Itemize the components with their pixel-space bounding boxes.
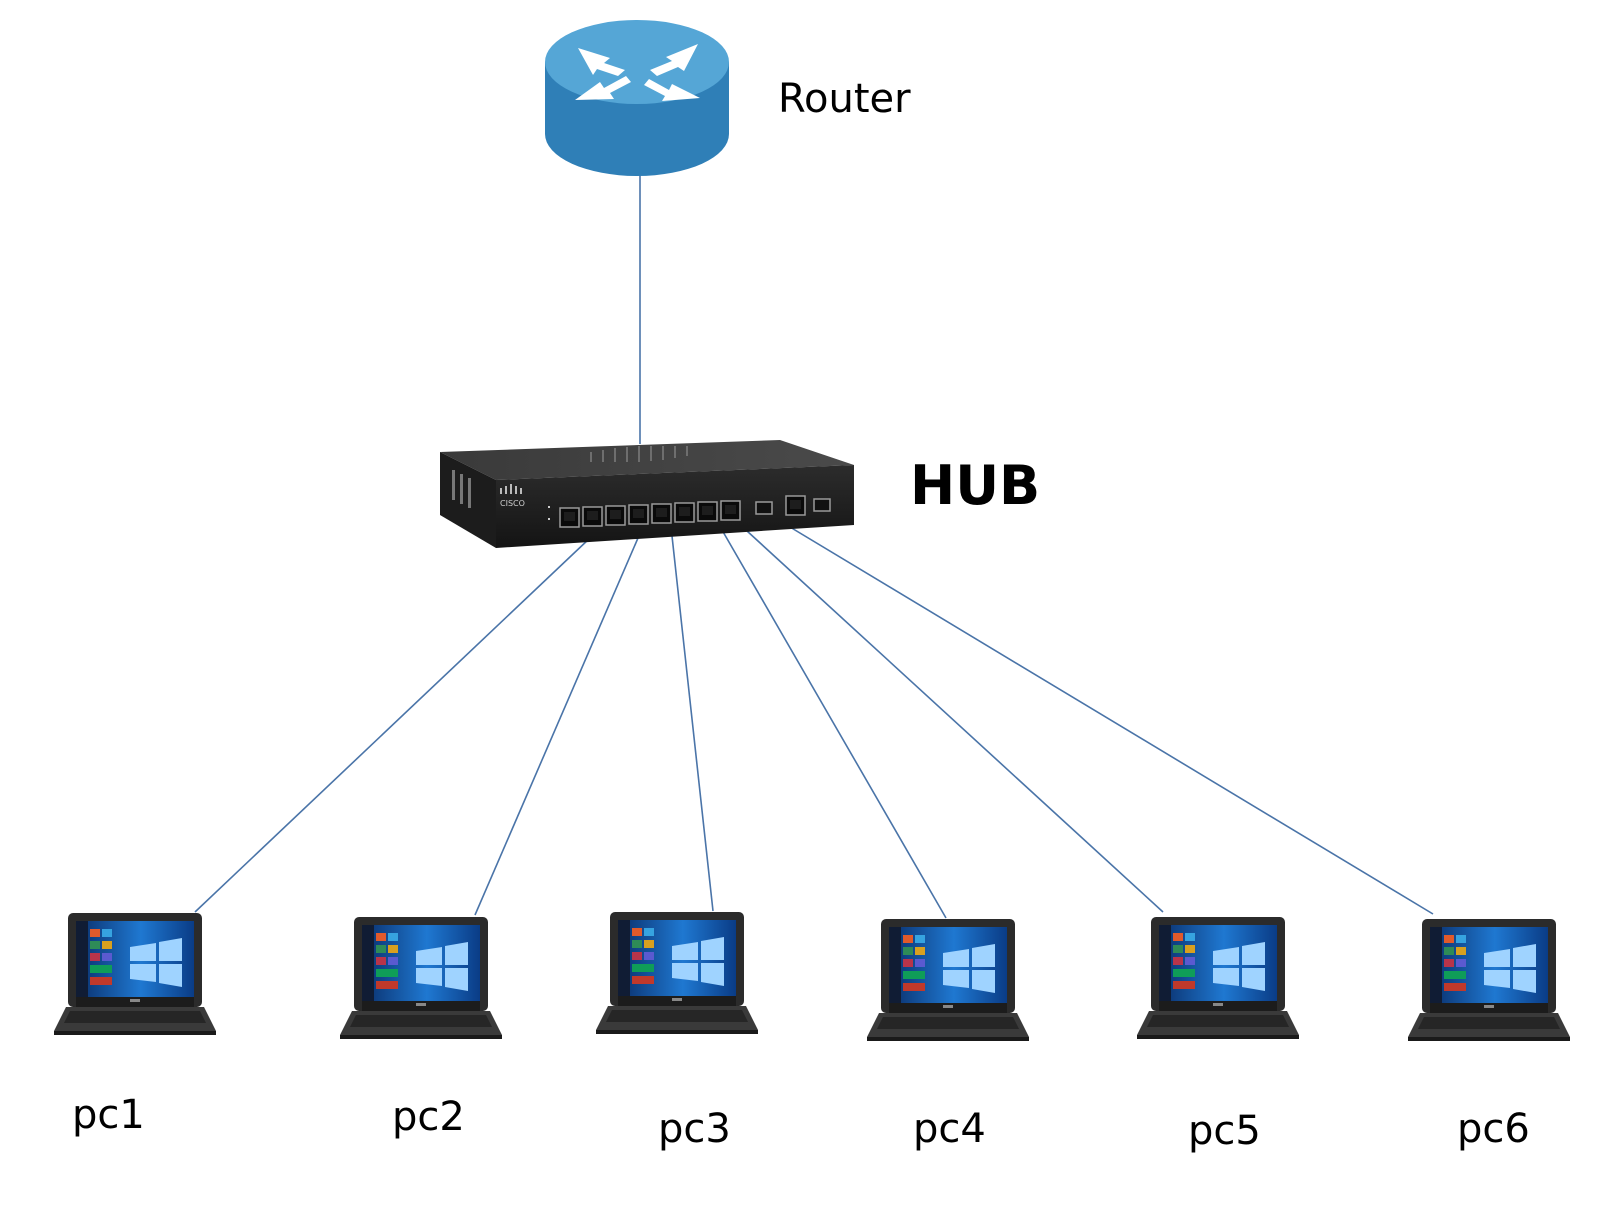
hub-pc5-link [734, 519, 1164, 913]
laptop-pc3-icon [596, 912, 758, 1034]
laptop-pc6-icon [1408, 919, 1570, 1041]
laptop-pc2-icon [340, 917, 502, 1039]
hub-brand-text: CISCO [500, 499, 525, 508]
pc6-label: pc6 [1457, 1106, 1530, 1152]
pc1-label: pc1 [72, 1092, 145, 1138]
hub-pc1-link [194, 537, 591, 913]
pc5-label: pc5 [1188, 1108, 1261, 1154]
pc4-label: pc4 [913, 1106, 986, 1152]
hub-pc2-link [474, 537, 639, 916]
hub-label: HUB [910, 454, 1041, 517]
router-icon [545, 20, 729, 176]
hub-pc6-link [769, 514, 1434, 915]
router-label: Router [778, 76, 911, 122]
pc2-label: pc2 [392, 1094, 465, 1140]
hub-pc4-link [721, 529, 947, 919]
connection-links [194, 174, 1434, 919]
laptop-pc5-icon [1137, 917, 1299, 1039]
pc3-label: pc3 [658, 1106, 731, 1152]
hub-device-icon: CISCO [440, 440, 854, 548]
laptop-pc4-icon [867, 919, 1029, 1041]
hub-pc3-link [671, 535, 714, 912]
laptop-pc1-icon [54, 913, 216, 1035]
